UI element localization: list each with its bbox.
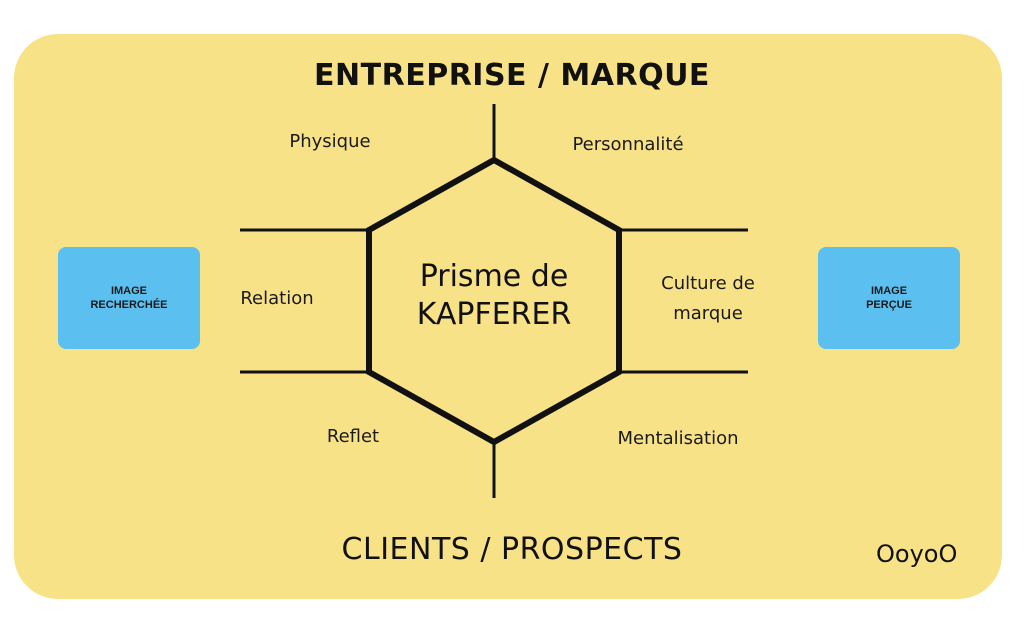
- facet-culture: Culture de marque: [661, 273, 755, 324]
- facet-physique: Physique: [289, 131, 371, 152]
- facet-mentalisation: Mentalisation: [617, 428, 739, 449]
- prism-title: Prisme de KAPFERER: [416, 259, 572, 332]
- facet-personnalite: Personnalité: [572, 134, 684, 155]
- facet-relation: Relation: [240, 288, 314, 309]
- facet-reflet: Reflet: [326, 426, 380, 447]
- image-percue-box: IMAGE PERÇUE: [818, 247, 960, 349]
- image-recherchee-box: IMAGE RECHERCHÉE: [58, 247, 200, 349]
- bottom-heading: CLIENTS / PROSPECTS: [341, 532, 683, 567]
- ooyoo-logo: OoyoO: [876, 540, 958, 568]
- top-heading: ENTREPRISE / MARQUE: [314, 58, 710, 93]
